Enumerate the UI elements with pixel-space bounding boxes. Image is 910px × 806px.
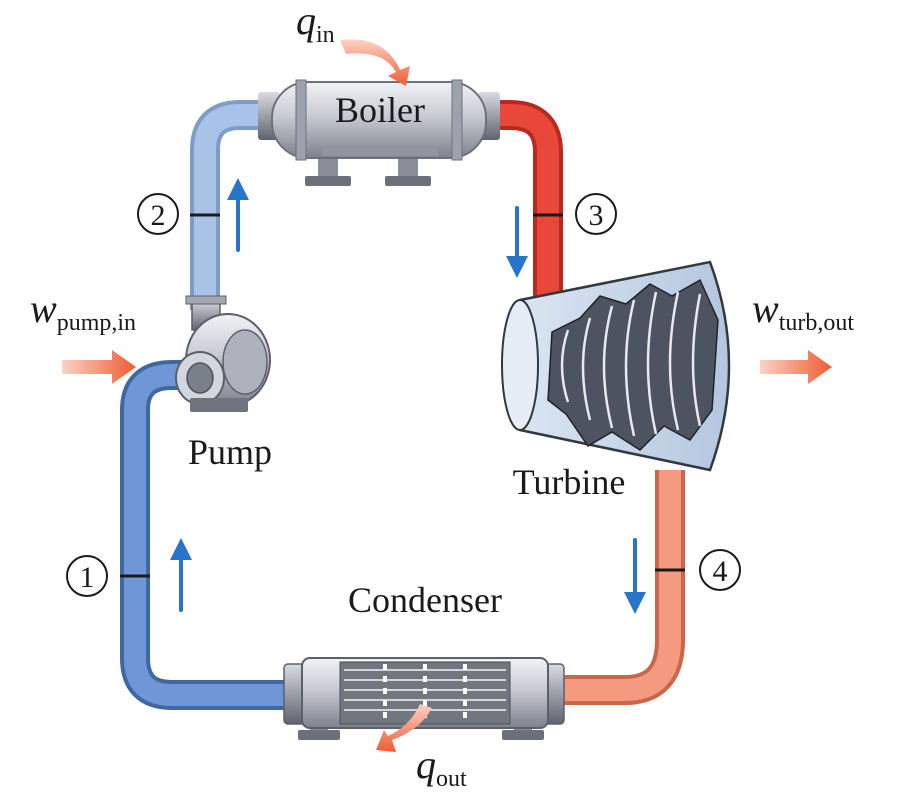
flow-arrows [170, 178, 646, 614]
w-pump-in-arrow-icon [62, 350, 136, 384]
state-1-label: 1 [80, 561, 95, 594]
state-4-label: 4 [713, 555, 728, 588]
state-2-label: 2 [151, 199, 166, 232]
state-4: 4 [699, 549, 741, 591]
boiler: Boiler [258, 79, 500, 186]
w-pump-in-label: wpump,in [30, 286, 136, 336]
state-3: 3 [575, 193, 617, 235]
pump: Pump [175, 295, 272, 472]
w-turb-out-arrow-icon [760, 350, 832, 384]
flow-arrow-up-icon [227, 178, 249, 252]
state-1: 1 [66, 555, 108, 597]
q-in-label: qin [296, 0, 335, 48]
q-out-arrow-icon [376, 704, 432, 752]
flow-arrow-up-icon [170, 538, 192, 612]
turbine-label: Turbine [513, 462, 626, 502]
pipe-condenser-to-pump [120, 360, 300, 710]
state-markers [120, 213, 685, 578]
q-in-arrow-icon [340, 39, 410, 86]
flow-arrow-down-icon [624, 538, 646, 614]
condenser-label: Condenser [348, 580, 502, 620]
flow-arrow-down-icon [506, 206, 528, 278]
state-2: 2 [137, 193, 179, 235]
boiler-label: Boiler [335, 90, 425, 130]
pump-label: Pump [188, 432, 272, 472]
pipe-turbine-to-condenser [560, 470, 685, 705]
q-out-label: qout [416, 742, 467, 792]
turbine: Turbine [501, 260, 731, 502]
w-turb-out-label: wturb,out [752, 286, 854, 336]
turbine-blades [547, 278, 719, 451]
pipes [120, 100, 685, 710]
condenser: Condenser [283, 580, 565, 740]
state-3-label: 3 [589, 199, 604, 232]
